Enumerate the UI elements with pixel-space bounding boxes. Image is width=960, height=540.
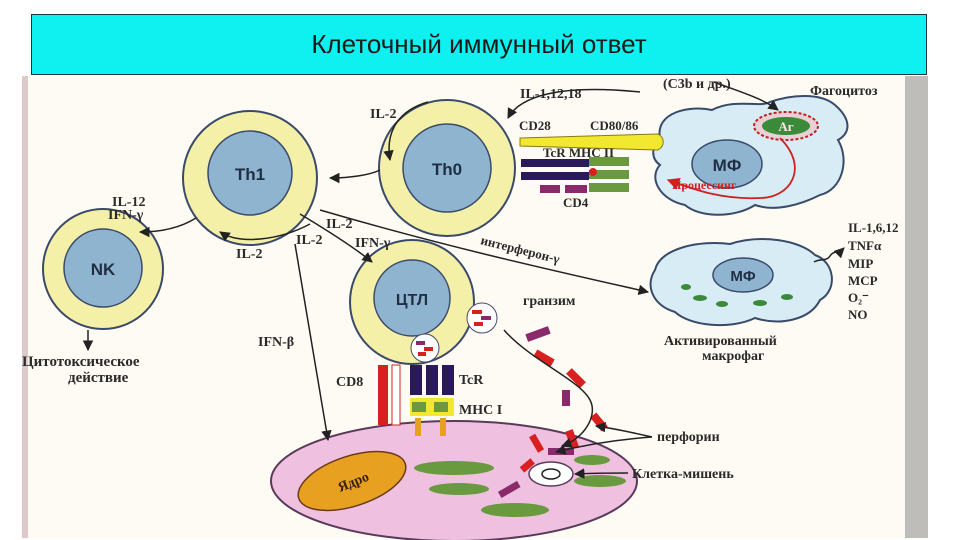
label-activated-mf-2: макрофаг: [702, 349, 764, 364]
tcr-mhc2-complex: [521, 157, 629, 193]
slide-title: Клеточный иммунный ответ: [311, 29, 647, 59]
cytokine-3: MCP: [848, 273, 878, 288]
label-cd8: CD8: [336, 375, 363, 390]
label-il2-ifn: IL-2: [296, 233, 322, 248]
macrophage-top-nucleus: [691, 139, 763, 189]
activated-macrophage-granules: [681, 284, 793, 307]
th1-nucleus: [207, 130, 293, 216]
nk-nucleus: [63, 228, 143, 308]
label-il2-top: IL-2: [370, 107, 396, 122]
ctl-label: ЦТЛ: [396, 292, 428, 309]
label-tcr-mhc2: TcR MHC II: [543, 145, 614, 160]
label-mhc1: MHC I: [459, 403, 502, 418]
mf-top-label: МФ: [713, 156, 742, 175]
cytokine-list: IL-1,6,12 TNFα MIP MCP O₂⁻ NO: [848, 220, 899, 322]
th0-label: Th0: [432, 160, 462, 179]
label-perforin: перфорин: [657, 430, 720, 445]
antigen-label: Аг: [778, 119, 793, 134]
label-granzyme: гранзим: [523, 294, 576, 309]
label-il12: IL-12: [112, 195, 145, 210]
cytokine-5: NO: [848, 307, 868, 322]
label-processing: Процессинг: [672, 178, 737, 192]
ctl-granule-left: [410, 333, 440, 363]
ctl-receptor-complex: [378, 364, 454, 436]
label-il2-low: IL-2: [236, 247, 262, 262]
label-cytotoxic-2: действие: [68, 370, 129, 386]
nk-label: NK: [91, 260, 116, 279]
label-cd28: CD28: [519, 118, 551, 133]
cytokine-4: O₂⁻: [848, 290, 869, 305]
activated-macrophage-nucleus: [712, 257, 774, 293]
ctl-granule-right: [466, 302, 498, 334]
label-tcr: TcR: [459, 373, 484, 388]
label-ifn-g2: IFN-γ: [355, 236, 391, 251]
label-c3b: (C3b и др.): [663, 77, 731, 92]
ctl-nucleus: [373, 259, 451, 337]
label-ifn-b: IFN-β: [258, 335, 294, 350]
title-bar: Клеточный иммунный ответ: [31, 14, 927, 75]
th1-label: Th1: [235, 165, 265, 184]
cytokine-1: TNFα: [848, 238, 882, 253]
cytokine-0: IL-1,6,12: [848, 220, 899, 235]
label-target-cell: Клетка-мишень: [632, 467, 734, 482]
label-cd4: CD4: [563, 195, 589, 210]
target-cell-nucleus: [297, 450, 407, 512]
cytokine-2: MIP: [848, 256, 873, 271]
page-left-edge: [22, 76, 28, 538]
arrows: [82, 81, 845, 479]
th0-nucleus: [402, 123, 492, 213]
page-shadow: [905, 76, 928, 538]
label-il2-mid: IL-2: [326, 217, 352, 232]
label-cytotoxic-1: Цитотоксическое: [22, 354, 140, 370]
label-il1: IL-1,12,18: [520, 87, 581, 102]
target-cell-pore: [528, 461, 574, 487]
label-ifn-g1: IFN-γ: [108, 208, 144, 223]
label-activated-mf-1: Активированный: [664, 334, 777, 349]
mf-activated-label: МФ: [730, 268, 755, 285]
label-cd80: CD80/86: [590, 118, 639, 133]
label-phagocyte: Фагоцитоз: [810, 84, 878, 99]
antigen-core: [762, 117, 810, 135]
cd28-cd80-arrow: [519, 133, 664, 151]
target-cell-organelles: [414, 455, 626, 517]
processing-arrow: [666, 137, 796, 200]
